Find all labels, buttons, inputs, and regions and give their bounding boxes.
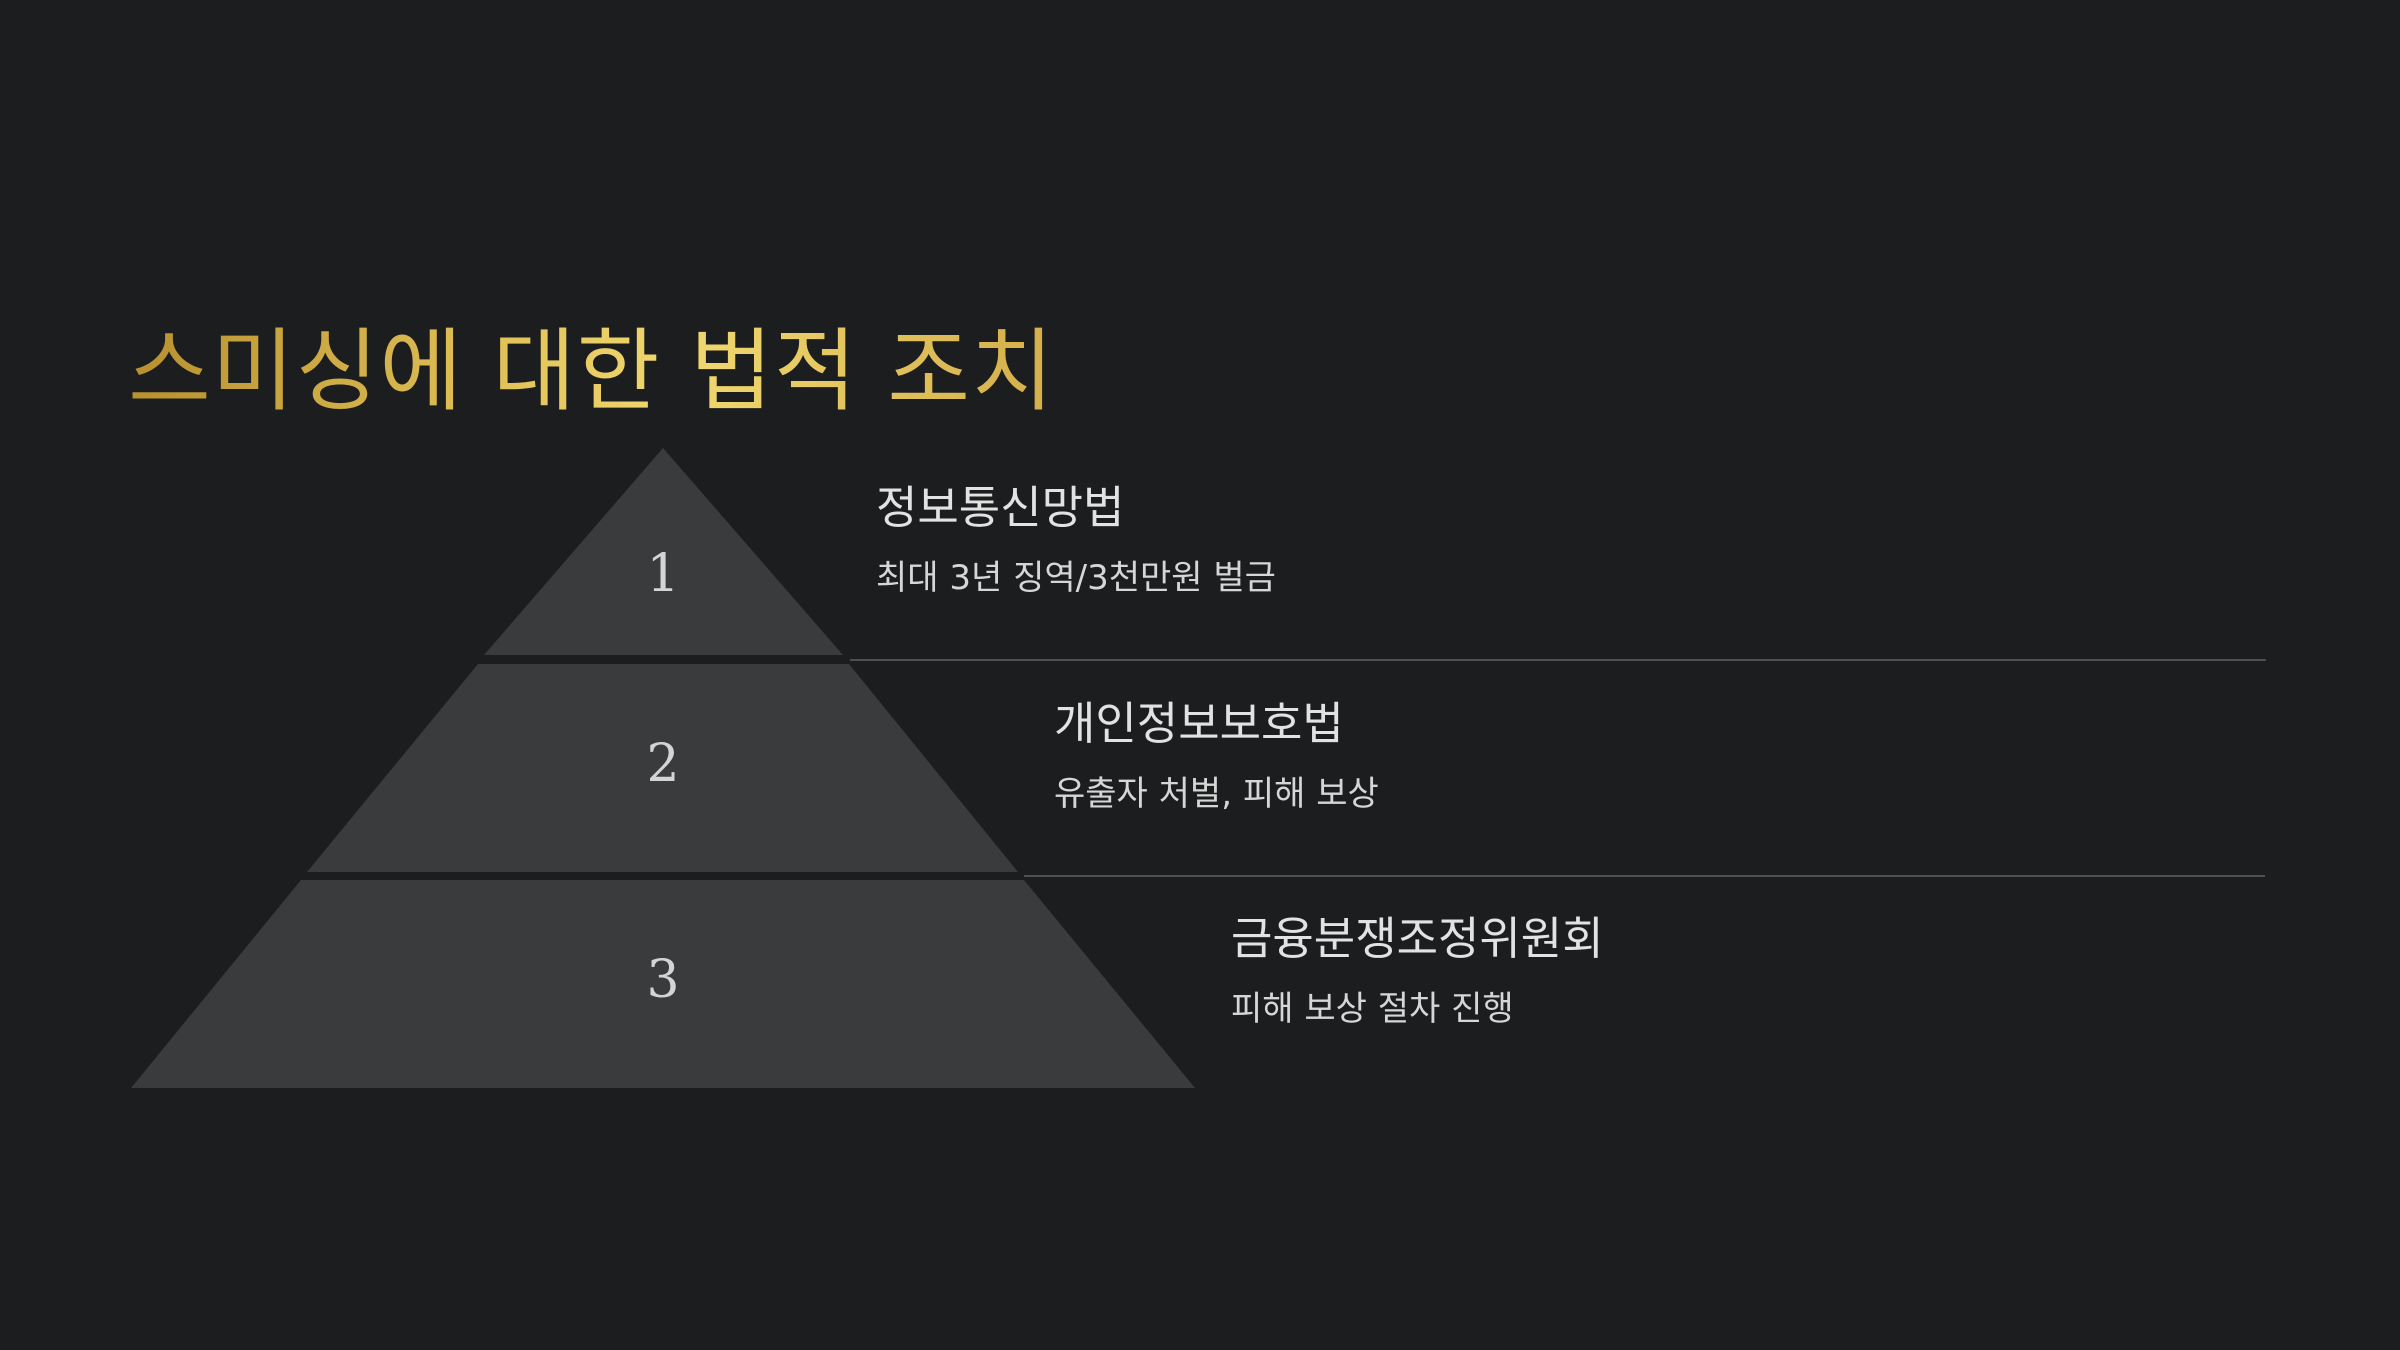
pyramid-tier-1-shape	[484, 448, 843, 655]
slide-title: 스미싱에 대한 법적 조치	[128, 312, 1055, 432]
pyramid-tier-3-shape	[131, 880, 1195, 1088]
tier-2-text: 개인정보보호법 유출자 처벌, 피해 보상	[1054, 696, 1379, 816]
tier-2-description: 유출자 처벌, 피해 보상	[1054, 774, 1379, 814]
tier-3-number: 3	[646, 950, 680, 1010]
tier-3-description: 피해 보상 절차 진행	[1231, 989, 1514, 1029]
tier-1-description: 최대 3년 징역/3천만원 벌금	[876, 558, 1276, 598]
tier-2-heading: 개인정보보호법	[1054, 697, 1344, 750]
tier-1-divider	[850, 659, 2266, 661]
tier-3-heading: 금융분쟁조정위원회	[1231, 912, 1604, 965]
pyramid-tier-2-shape	[307, 664, 1018, 872]
tier-3-text: 금융분쟁조정위원회 피해 보상 절차 진행	[1231, 911, 1604, 1031]
tier-2-divider	[1024, 875, 2265, 877]
tier-2-number: 2	[646, 734, 680, 794]
tier-1-heading: 정보통신망법	[876, 481, 1125, 534]
tier-1-number: 1	[646, 544, 680, 604]
tier-1-text: 정보통신망법 최대 3년 징역/3천만원 벌금	[876, 480, 1276, 600]
